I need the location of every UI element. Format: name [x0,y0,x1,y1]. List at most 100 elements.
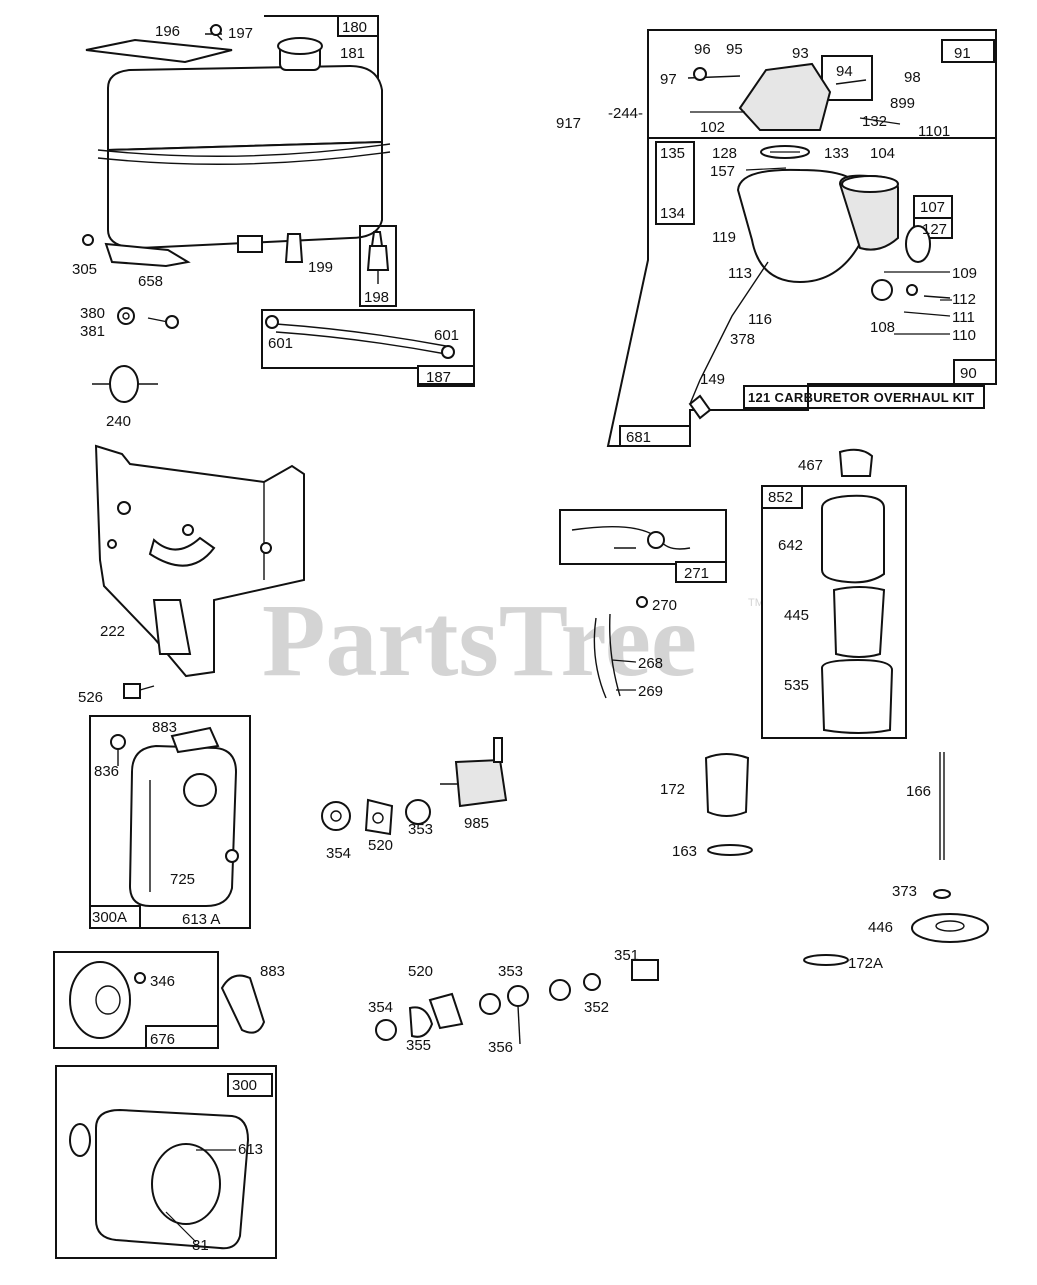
label-601-left: 601 [268,335,293,352]
watermark: PartsTree [262,583,697,698]
label-445: 445 [784,607,809,624]
label-381: 381 [80,323,105,340]
label-119: 119 [712,229,736,246]
fuel-line-assembly[interactable] [261,309,475,387]
label-351: 351 [614,947,639,964]
label-305: 305 [72,261,97,278]
label-108: 108 [870,319,895,336]
label-676: 676 [150,1031,175,1048]
label-725: 725 [170,871,195,888]
carburetor-assembly[interactable] [606,29,997,447]
label-681: 681 [626,429,651,446]
label-128: 128 [712,145,737,162]
label-240: 240 [106,413,131,430]
label-601-right: 601 [434,327,459,344]
muffler-300[interactable] [55,1065,277,1259]
label-270: 270 [652,597,677,614]
label-300a: 300A [92,909,127,926]
label-113: 113 [728,265,752,282]
throttle-link-271[interactable] [559,509,727,583]
air-cleaner-852[interactable] [761,448,907,739]
label-613a: 613 A [182,911,220,928]
label-180: 180 [342,19,367,36]
fuel-filter-240 [109,365,139,403]
label-985: 985 [464,815,489,832]
hardware-parts-lower[interactable] [375,959,659,1045]
label-135: 135 [660,145,685,162]
label-102: 102 [700,119,725,136]
screw-526[interactable] [123,683,155,699]
tank-top [107,64,383,152]
label-95: 95 [726,41,743,58]
label-133: 133 [824,145,849,162]
fuel-valve-199 [284,233,304,263]
governor-spring[interactable] [593,596,648,699]
ignition-parts-row[interactable] [321,737,508,836]
label-244: -244- [608,105,643,122]
label-163: 163 [672,843,697,860]
label-852: 852 [768,489,793,506]
starter-676[interactable] [53,951,266,1049]
label-172: 172 [660,781,685,798]
label-380: 380 [80,305,105,322]
label-198: 198 [364,289,389,306]
label-187: 187 [426,369,451,386]
label-97: 97 [660,71,677,88]
tank-gasket [85,38,233,64]
label-90: 90 [960,365,977,382]
label-883-starter: 883 [260,963,285,980]
tank-body [107,140,383,250]
label-271: 271 [684,565,709,582]
label-883-muffler: 883 [152,719,177,736]
label-300: 300 [232,1077,257,1094]
label-378: 378 [730,331,755,348]
label-836: 836 [94,763,119,780]
fuel-filter-198[interactable] [284,225,397,307]
carburetor-kit-label: 121 CARBURETOR OVERHAUL KIT [748,390,975,405]
label-613: 613 [238,1141,263,1158]
label-346: 346 [150,973,175,990]
label-110: 110 [952,327,976,344]
dipstick-166[interactable] [803,752,989,966]
label-526: 526 [78,689,103,706]
label-354-lower: 354 [368,999,393,1016]
label-520-lower: 520 [408,963,433,980]
label-222: 222 [100,623,125,640]
control-bracket-222[interactable] [94,444,305,678]
callout-labels: 196 197 180 181 91 96 95 93 94 98 97 899… [72,19,977,1254]
label-181: 181 [340,45,365,62]
carburetor-top [738,62,832,131]
label-355: 355 [406,1037,431,1054]
label-269: 269 [638,683,663,700]
label-642: 642 [778,537,803,554]
label-356: 356 [488,1039,513,1056]
label-107: 107 [920,199,945,216]
label-134: 134 [660,205,685,222]
small-parts-left[interactable] [82,234,191,403]
label-658: 658 [138,273,163,290]
label-197: 197 [228,25,253,42]
label-166: 166 [906,783,931,800]
label-1101: 1101 [918,123,950,140]
label-268: 268 [638,655,663,672]
fuel-tank-assembly[interactable] [85,15,391,253]
leader-lines [165,111,952,1243]
label-199: 199 [308,259,333,276]
label-373: 373 [892,883,917,900]
label-112: 112 [952,291,976,308]
label-93: 93 [792,45,809,62]
label-81: 81 [192,1237,209,1254]
label-111: 111 [952,309,975,326]
label-353-upper: 353 [408,821,433,838]
label-354-upper: 354 [326,845,351,862]
label-899: 899 [890,95,915,112]
label-109: 109 [952,265,977,282]
label-535: 535 [784,677,809,694]
carb-flange [905,225,931,263]
muffler-assembly-300a[interactable] [89,715,251,929]
label-467: 467 [798,457,823,474]
label-172a: 172A [848,955,883,972]
label-94: 94 [836,63,853,80]
filter-172[interactable] [704,753,753,856]
